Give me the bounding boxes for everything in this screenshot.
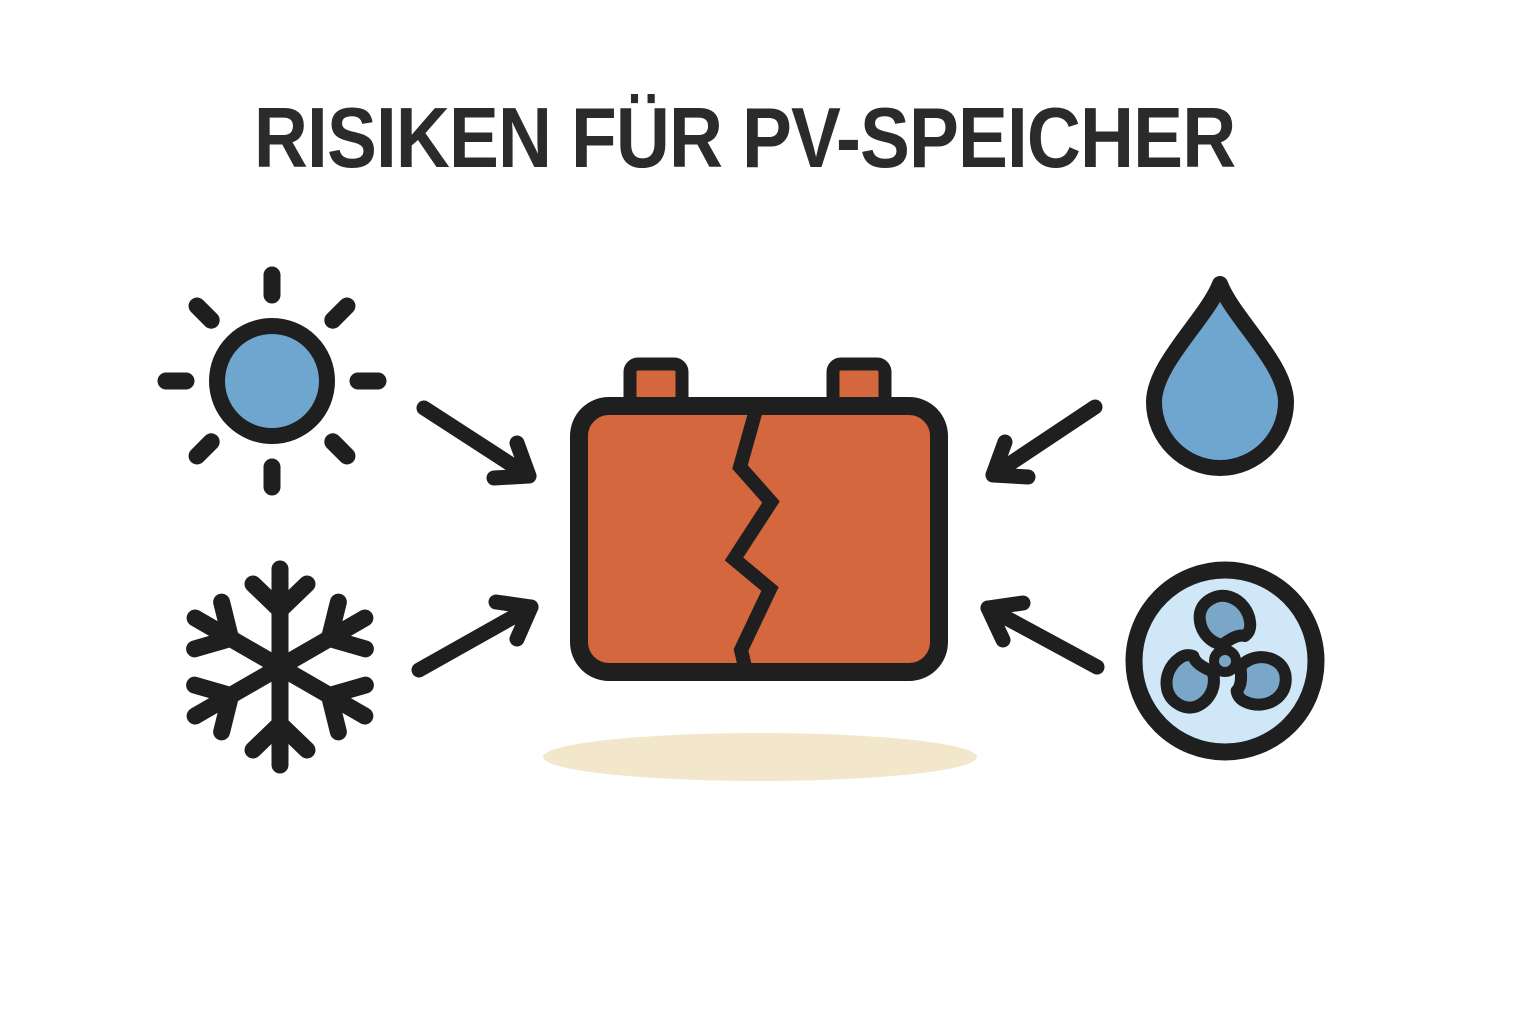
fan-blade <box>1193 589 1257 651</box>
fan-hub <box>1209 645 1241 677</box>
page-title-text: RISIKEN FÜR PV-SPEICHER <box>254 91 1236 186</box>
arrow-head <box>486 435 537 486</box>
snowflake-arm <box>186 655 294 741</box>
page-title: RISIKEN FÜR PV-SPEICHER <box>0 96 1490 181</box>
arrow-head <box>980 595 1031 648</box>
arrow-shaft <box>411 599 539 678</box>
sun-icon <box>157 266 387 496</box>
snowflake-arm <box>186 593 294 679</box>
arrow-head <box>985 434 1036 485</box>
cracked-battery-icon <box>570 357 948 681</box>
arrow-fan-to-battery <box>980 595 1105 675</box>
fan-blade <box>1160 649 1220 714</box>
battery-crack <box>724 408 780 673</box>
fan-blades <box>1160 589 1292 714</box>
arrow-shaft <box>980 600 1105 675</box>
arrow-head <box>488 594 539 647</box>
snowflake-arm <box>244 652 316 774</box>
snowflake-icon <box>186 560 374 774</box>
arrow-sun-to-battery <box>416 400 537 486</box>
arrow-drop-to-battery <box>985 399 1103 485</box>
fan-icon <box>1125 561 1325 761</box>
water-drop-icon <box>1146 276 1294 476</box>
battery-body <box>570 397 948 681</box>
sun-rays <box>157 266 387 496</box>
arrow-snowflake-to-battery <box>411 594 539 678</box>
arrow-shaft <box>985 399 1103 483</box>
arrow-shaft <box>416 400 537 484</box>
ground-shadow <box>543 733 977 781</box>
fan-blade <box>1230 651 1292 711</box>
sun-core <box>209 318 335 444</box>
